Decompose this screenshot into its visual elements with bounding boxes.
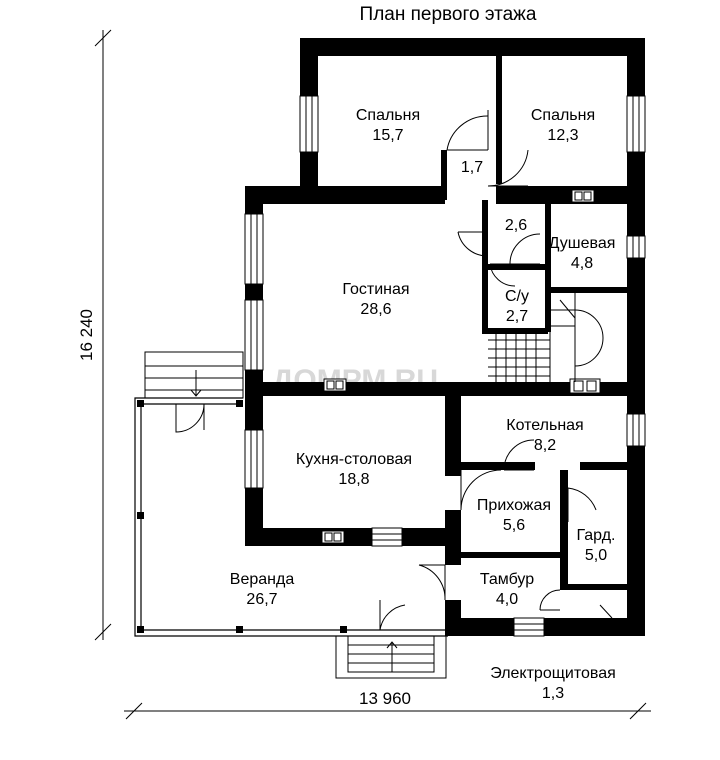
width-dimension-label: 13 960 — [359, 689, 411, 708]
room-wardrobe: Гард. 5,0 — [577, 527, 616, 564]
room-area: 8,2 — [534, 437, 556, 454]
room-bedroom2: Спальня 12,3 — [531, 107, 595, 144]
room-area: 12,3 — [547, 127, 578, 144]
room-bedroom1: Спальня 15,7 — [356, 107, 420, 144]
room-area: 28,6 — [360, 301, 391, 318]
room-shower: Душевая 4,8 — [549, 235, 616, 272]
room-area: 1,7 — [461, 159, 483, 176]
room-name: Электрощитовая — [490, 665, 616, 682]
room-name: Кухня-столовая — [296, 451, 412, 468]
room-name: Тамбур — [480, 571, 534, 588]
room-hall-small: 2,6 — [505, 217, 527, 234]
veranda-side-steps — [144, 351, 244, 399]
room-electric: Электрощитовая 1,3 — [490, 665, 616, 702]
entrance-steps — [335, 635, 447, 679]
room-name: Гостиная — [342, 281, 409, 298]
veranda-posts — [137, 400, 347, 633]
room-vestibule: Тамбур 4,0 — [480, 571, 534, 608]
room-name: Душевая — [549, 235, 616, 252]
room-area: 5,6 — [503, 517, 525, 534]
width-dimension — [124, 702, 651, 720]
room-area: 5,0 — [585, 547, 607, 564]
room-boiler: Котельная 8,2 — [506, 417, 583, 454]
room-area: 4,8 — [571, 255, 593, 272]
windows — [244, 95, 646, 637]
room-name: Котельная — [506, 417, 583, 434]
room-living: Гостиная 28,6 — [342, 281, 409, 318]
plan-title: План первого этажа — [360, 4, 537, 25]
room-area: 2,6 — [505, 217, 527, 234]
room-name: Гард. — [577, 527, 616, 544]
room-area: 1,3 — [542, 685, 564, 702]
room-corridor: 1,7 — [461, 159, 483, 176]
room-area: 2,7 — [506, 308, 528, 325]
room-area: 4,0 — [496, 591, 518, 608]
room-name: С/у — [505, 288, 529, 305]
vent-ducts — [321, 189, 601, 544]
room-veranda: Веранда 26,7 — [230, 571, 295, 608]
veranda-frame — [134, 397, 448, 637]
doors — [175, 110, 613, 631]
room-name: Веранда — [230, 571, 295, 588]
room-name: Прихожая — [477, 497, 551, 514]
room-wc: С/у 2,7 — [505, 288, 529, 325]
room-area: 18,8 — [338, 471, 369, 488]
height-dimension — [94, 29, 112, 641]
room-hallway: Прихожая 5,6 — [477, 497, 551, 534]
height-dimension-label: 16 240 — [77, 309, 96, 361]
room-name: Спальня — [531, 107, 595, 124]
room-kitchen: Кухня-столовая 18,8 — [296, 451, 412, 488]
room-area: 26,7 — [246, 591, 277, 608]
staircase — [488, 293, 604, 382]
room-name: Спальня — [356, 107, 420, 124]
room-area: 15,7 — [372, 127, 403, 144]
